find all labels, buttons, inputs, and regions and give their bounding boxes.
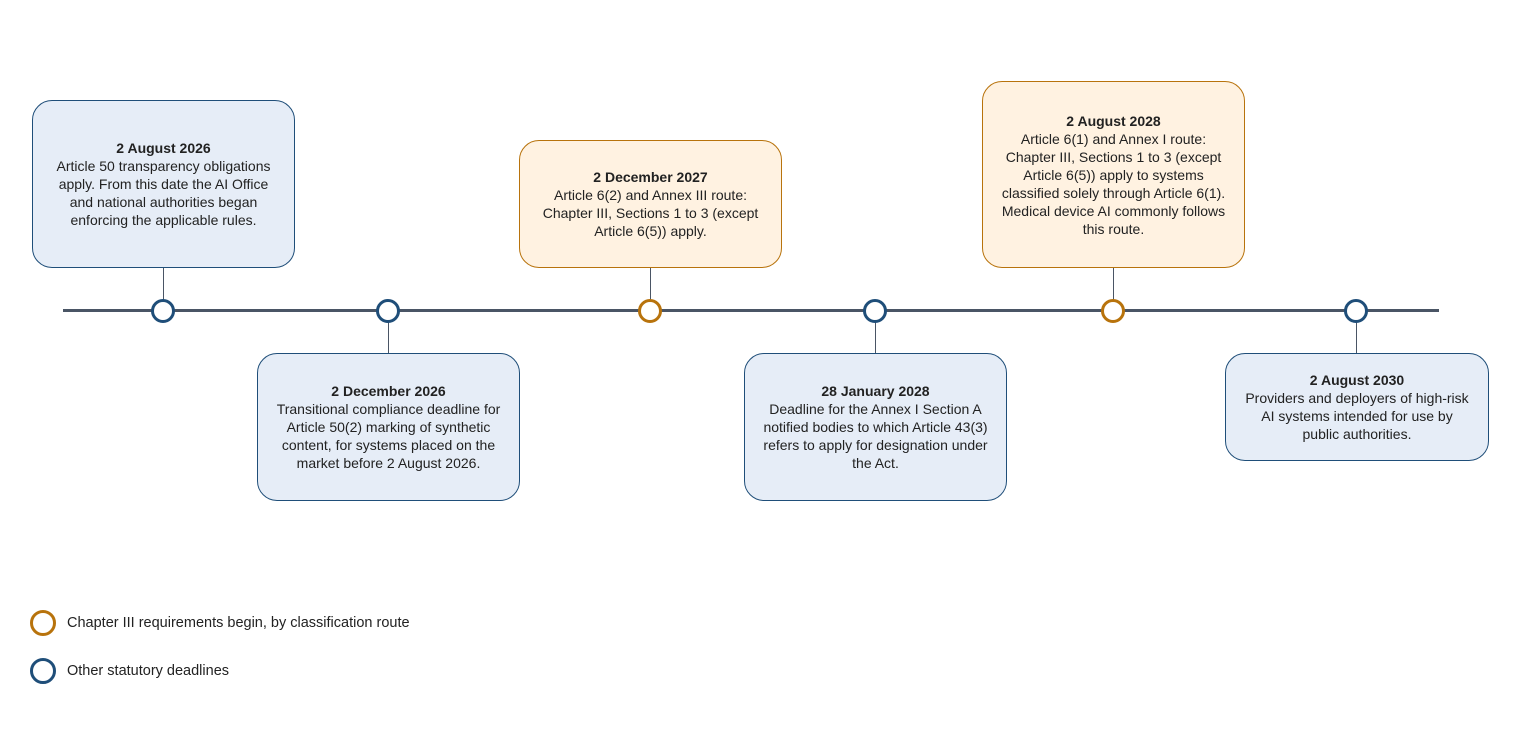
- event-card: 2 December 2027 Article 6(2) and Annex I…: [519, 140, 782, 268]
- connector-line: [650, 268, 651, 300]
- legend-item-other: Other statutory deadlines: [30, 658, 229, 684]
- event-description: Deadline for the Annex I Section A notif…: [763, 401, 988, 471]
- timeline-marker: [151, 299, 175, 323]
- event-description: Article 50 transparency obligations appl…: [56, 158, 271, 228]
- event-date: 2 December 2026: [331, 383, 446, 399]
- orange-ring-icon: [30, 610, 56, 636]
- event-description: Article 6(2) and Annex III route: Chapte…: [542, 187, 759, 239]
- event-date: 2 August 2030: [1309, 372, 1405, 388]
- event-date: 28 January 2028: [821, 383, 930, 399]
- connector-line: [388, 322, 389, 353]
- event-card: 2 August 2026 Article 50 transparency ob…: [32, 100, 295, 268]
- connector-line: [1113, 268, 1114, 300]
- event-card: 28 January 2028 Deadline for the Annex I…: [744, 353, 1007, 501]
- event-date: 2 December 2027: [593, 169, 708, 185]
- event-date: 2 August 2028: [1066, 112, 1161, 129]
- event-date: 2 August 2026: [116, 140, 211, 156]
- timeline-marker: [863, 299, 887, 323]
- connector-line: [163, 268, 164, 300]
- event-description: Providers and deployers of high-risk AI …: [1245, 390, 1469, 442]
- legend-item-chapter-iii: Chapter III requirements begin, by class…: [30, 610, 410, 636]
- event-description: Article 6(1) and Annex I route: Chapter …: [1001, 130, 1226, 237]
- event-description: Transitional compliance deadline for Art…: [276, 401, 501, 471]
- event-card: 2 August 2028 Article 6(1) and Annex I r…: [982, 81, 1245, 268]
- timeline-marker: [376, 299, 400, 323]
- event-card: 2 August 2030 Providers and deployers of…: [1225, 353, 1489, 461]
- timeline-marker: [1101, 299, 1125, 323]
- legend-label: Other statutory deadlines: [67, 663, 230, 679]
- blue-ring-icon: [30, 658, 56, 684]
- timeline-axis: [63, 309, 1439, 312]
- connector-line: [1356, 322, 1357, 353]
- timeline-marker: [638, 299, 662, 323]
- timeline-marker: [1344, 299, 1368, 323]
- connector-line: [875, 322, 876, 353]
- legend-label: Chapter III requirements begin, by class…: [67, 615, 410, 631]
- event-card: 2 December 2026 Transitional compliance …: [257, 353, 520, 501]
